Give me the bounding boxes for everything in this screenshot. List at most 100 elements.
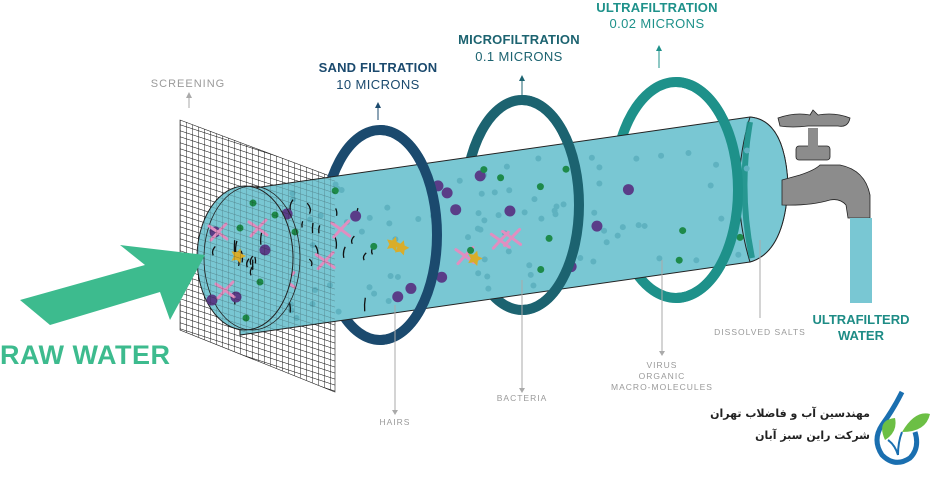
- water-dot: [371, 290, 378, 297]
- water-dot: [560, 201, 567, 208]
- green-particle: [679, 227, 687, 235]
- sand-filtration-title: SAND FILTRATION: [318, 60, 438, 75]
- purple-particle: [622, 184, 634, 196]
- screening-title: SCREENING: [150, 78, 226, 90]
- company-logo-icon: [874, 390, 930, 465]
- water-dot: [552, 211, 559, 218]
- pointer-lines: [188, 48, 761, 412]
- raw-water-arrow: [20, 245, 205, 325]
- pink-particle: [501, 227, 523, 247]
- water-dot: [481, 256, 488, 263]
- water-dot: [475, 270, 482, 277]
- water-dot: [475, 210, 482, 217]
- water-dot: [530, 282, 537, 289]
- water-dot: [614, 232, 621, 239]
- water-dot: [641, 222, 648, 229]
- water-dot: [484, 273, 491, 280]
- water-dot: [590, 258, 597, 265]
- water-dot: [713, 161, 720, 168]
- water-dot: [601, 227, 608, 234]
- purple-particle: [405, 282, 417, 294]
- water-dot: [385, 297, 392, 304]
- water-dot: [335, 308, 342, 315]
- green-particle: [497, 174, 505, 182]
- hairs-caption: HAIRS: [379, 417, 411, 427]
- virus-caption: VIRUS ORGANIC MACRO-MOLECULES: [602, 360, 722, 393]
- virus-caption-line-3: MACRO-MOLECULES: [611, 382, 713, 392]
- water-dot: [526, 262, 533, 269]
- water-dot: [535, 155, 542, 162]
- water-dot: [685, 150, 692, 157]
- water-dot: [577, 255, 584, 262]
- green-particle: [370, 242, 378, 250]
- water-dot: [735, 251, 742, 258]
- water-dot: [596, 164, 603, 171]
- ultrafiltered-water-line-1: ULTRAFILTERD: [812, 312, 910, 327]
- purple-particle: [436, 271, 448, 283]
- water-stream: [850, 218, 872, 303]
- water-dot: [491, 189, 498, 196]
- water-dot: [538, 215, 545, 222]
- water-dot: [633, 155, 640, 162]
- water-dot: [456, 177, 463, 184]
- water-dot: [366, 284, 373, 291]
- hair-particle: [362, 252, 367, 261]
- purple-particle: [474, 170, 486, 182]
- water-dot: [707, 182, 714, 189]
- purple-particle: [441, 187, 453, 199]
- pipe: [239, 116, 789, 336]
- purple-particle: [591, 220, 603, 232]
- water-dot: [527, 271, 534, 278]
- ultrafiltered-water-line-2: WATER: [838, 328, 884, 343]
- water-dot: [603, 239, 610, 246]
- water-dot: [591, 209, 598, 216]
- bacteria-caption: BACTERIA: [496, 393, 548, 403]
- green-particle: [537, 266, 545, 274]
- water-dot: [531, 196, 538, 203]
- hair-particle: [342, 246, 346, 259]
- water-dot: [619, 224, 626, 231]
- water-dot: [478, 190, 485, 197]
- micro-filter-ring: [521, 95, 584, 315]
- hair-particle: [350, 235, 355, 245]
- water-dot: [521, 209, 528, 216]
- yellow-particle: [468, 250, 483, 266]
- yellow-particle: [387, 236, 402, 252]
- dissolved-salts-caption: DISSOLVED SALTS: [714, 327, 806, 337]
- water-dot: [503, 163, 510, 170]
- water-dot: [485, 285, 492, 292]
- green-particle: [536, 183, 544, 191]
- water-dot: [596, 180, 603, 187]
- filter-rings-front: [379, 77, 743, 345]
- screening-mesh-front: [180, 120, 335, 392]
- water-dot: [743, 147, 750, 154]
- ultrafiltration-title: ULTRAFILTRATION: [596, 0, 718, 15]
- water-dot: [718, 215, 725, 222]
- water-dot: [588, 154, 595, 161]
- water-dot: [743, 165, 750, 172]
- purple-particle: [450, 204, 462, 216]
- purple-particle: [392, 291, 404, 303]
- green-particle: [480, 166, 488, 174]
- hair-particle: [335, 208, 338, 216]
- sand-filtration-size: 10 MICRONS: [336, 77, 420, 92]
- virus-caption-line-1: VIRUS: [646, 360, 678, 370]
- tap-icon: [777, 109, 872, 303]
- water-dot: [415, 216, 422, 223]
- water-dot: [384, 204, 391, 211]
- water-dot: [495, 212, 502, 219]
- pointer-arrowheads: [186, 45, 665, 415]
- green-particle: [545, 234, 553, 242]
- green-particle: [675, 256, 683, 264]
- virus-caption-line-2: ORGANIC: [638, 371, 686, 381]
- green-particle: [562, 165, 570, 173]
- water-dot: [474, 225, 481, 232]
- water-dot: [506, 187, 513, 194]
- water-dot: [387, 273, 394, 280]
- water-dot: [505, 248, 512, 255]
- green-particle: [736, 233, 744, 241]
- water-dot: [465, 234, 472, 241]
- water-dot: [658, 152, 665, 159]
- microfiltration-size: 0.1 MICRONS: [475, 49, 563, 64]
